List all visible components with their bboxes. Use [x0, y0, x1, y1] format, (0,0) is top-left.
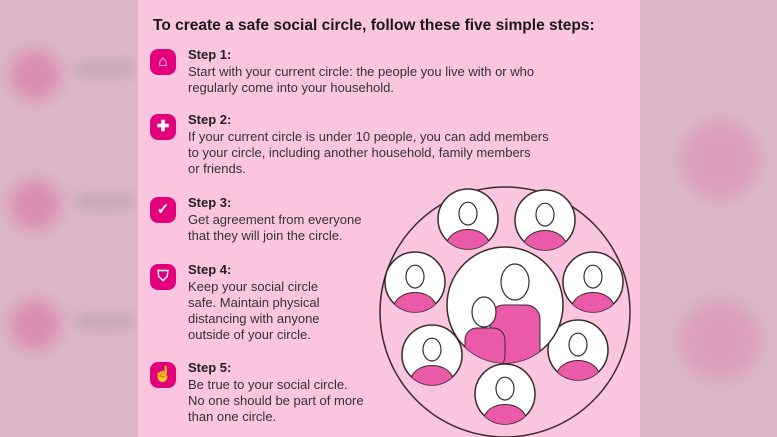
blurred-background-right	[640, 0, 777, 437]
step-label: Step 1:	[188, 47, 232, 62]
check-bubble-icon: ✓	[150, 197, 176, 223]
person-avatar	[514, 189, 576, 251]
infographic-title: To create a safe social circle, follow t…	[153, 17, 595, 34]
blurred-background-left	[0, 0, 138, 437]
raised-finger-icon: ☝	[150, 362, 176, 388]
person-avatar	[547, 319, 609, 381]
step-text: Start with your current circle: the peop…	[188, 64, 535, 95]
step-text: Get agreement from everyone that they wi…	[188, 212, 362, 243]
person-avatar	[474, 363, 536, 425]
outer-circle	[379, 186, 631, 437]
step-label: Step 5:	[188, 360, 232, 375]
step-label: Step 4:	[188, 262, 232, 277]
step-text: Be true to your social circle. No one sh…	[188, 377, 364, 424]
step-text: If your current circle is under 10 peopl…	[188, 129, 549, 176]
plus-icon: ✚	[150, 114, 176, 140]
person-avatar	[384, 251, 446, 313]
step-label: Step 2:	[188, 112, 232, 127]
step-text: Keep your social circle safe. Maintain p…	[188, 279, 320, 342]
family-avatar	[446, 246, 564, 364]
shield-icon: ⛉	[150, 264, 176, 290]
person-avatar	[562, 251, 624, 313]
step-label: Step 3:	[188, 195, 232, 210]
house-icon: ⌂	[150, 49, 176, 75]
person-avatar	[401, 324, 463, 386]
